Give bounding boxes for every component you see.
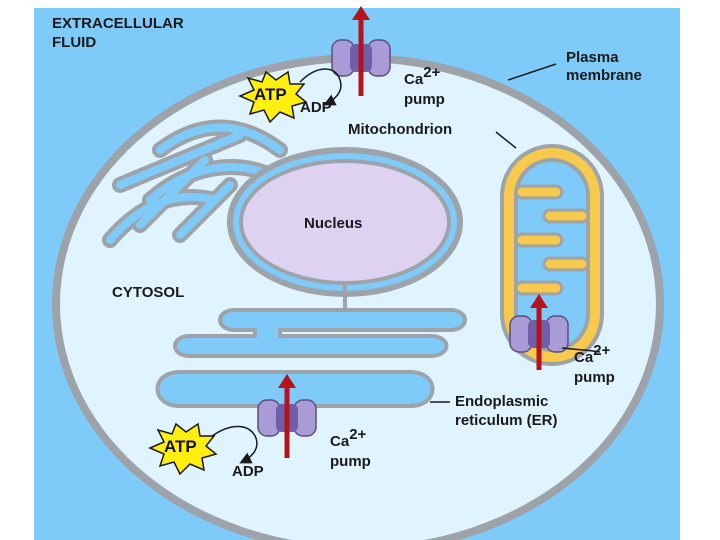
- ca-pump-label-er: Ca2+: [330, 426, 367, 450]
- atp-burst-er: [148, 422, 218, 476]
- er-tubules-upper: [102, 119, 288, 248]
- mitochondrion-ca-pump: [509, 294, 569, 370]
- plasma-membrane-leader: [507, 63, 557, 81]
- atp-label-er: ATP: [164, 437, 197, 456]
- plasma-membrane-label-line2: membrane: [566, 67, 642, 84]
- atp-burst-top: [238, 70, 308, 124]
- ca-pump-label-top: Ca2+: [404, 64, 441, 88]
- mitochondrion: [500, 144, 604, 366]
- plasma-membrane-label-line1: Plasma: [566, 49, 619, 66]
- nucleus: [243, 163, 447, 281]
- nucleus-label: Nucleus: [304, 215, 362, 232]
- extracellular-fluid-label-line2: FLUID: [52, 34, 96, 51]
- atp-label-top: ATP: [254, 85, 287, 104]
- cytosol-label: CYTOSOL: [112, 284, 184, 301]
- atp-to-adp-arrow-top: [299, 68, 342, 106]
- mitochondrion-label: Mitochondrion: [348, 121, 452, 138]
- atp-to-adp-arrow-er: [211, 425, 258, 464]
- endoplasmic-reticulum: [155, 285, 467, 408]
- plasma-membrane-ca-pump: [331, 6, 391, 96]
- pump-word-er: pump: [330, 453, 371, 470]
- pump-word-top: pump: [404, 91, 445, 108]
- mito-pump-leader: [561, 347, 601, 353]
- er-label-line2: reticulum (ER): [455, 412, 558, 429]
- extracellular-fluid-label-line1: EXTRACELLULAR: [52, 15, 184, 32]
- adp-label-er: ADP: [232, 463, 264, 480]
- mitochondrion-leader: [495, 131, 517, 149]
- pump-word-mito: pump: [574, 369, 615, 386]
- er-ca-pump: [257, 374, 317, 458]
- ca-pump-label-mito: Ca2+: [574, 342, 611, 366]
- er-label-line1: Endoplasmic: [455, 393, 548, 410]
- adp-label-top: ADP: [300, 99, 332, 116]
